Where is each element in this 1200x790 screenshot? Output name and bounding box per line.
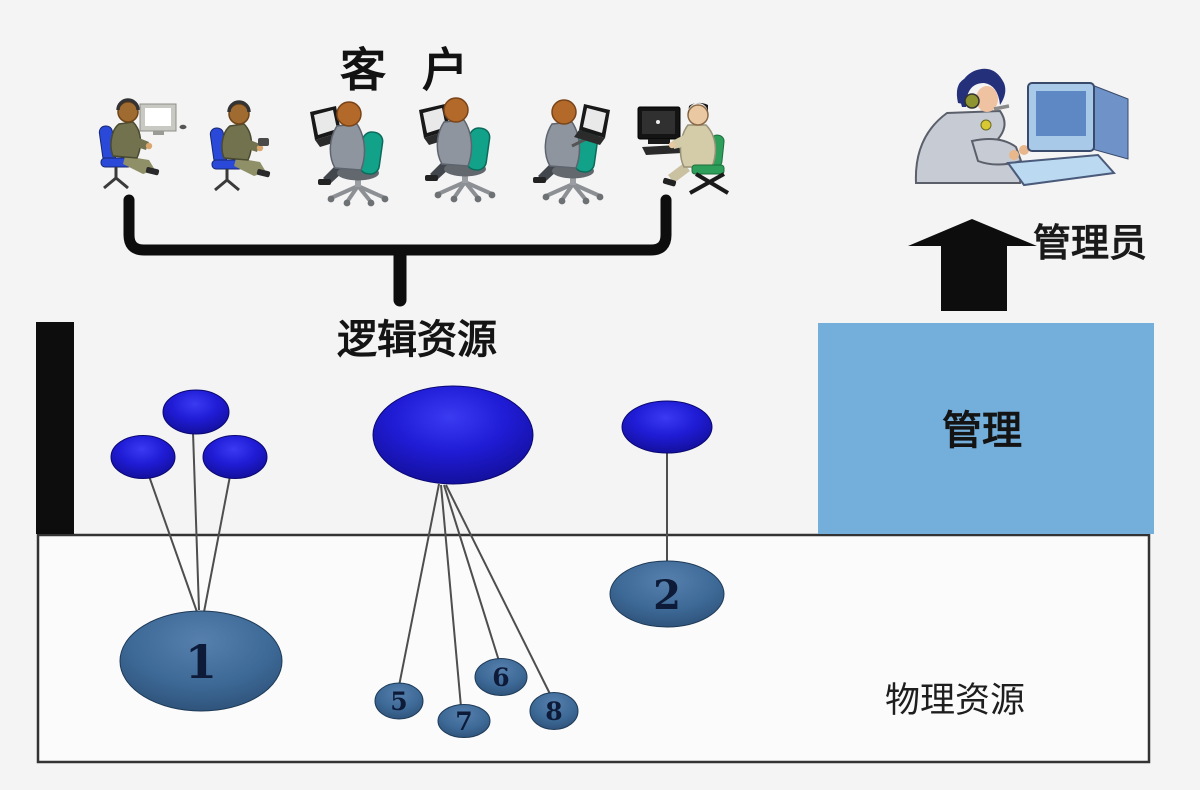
physical-resource-ellipses — [119, 560, 725, 738]
physical-node-numbers: 1 2 5 6 7 8 — [185, 572, 681, 736]
client-workstation-icon — [531, 98, 612, 207]
left-black-bar — [36, 322, 74, 534]
administrator-icon — [914, 68, 1129, 187]
clients-title: 客 户 — [340, 43, 478, 97]
desktop-monitor-icon — [637, 106, 682, 155]
administrator-label: 管理员 — [1033, 221, 1147, 265]
node-6-label: 6 — [492, 663, 509, 692]
client-workstation-icon — [96, 98, 187, 190]
node-2-label: 2 — [653, 572, 681, 619]
admin-computer-icon — [1006, 82, 1129, 187]
node-5-label: 5 — [390, 687, 407, 716]
management-label: 管理 — [942, 408, 1022, 454]
physical-resources-label: 物理资源 — [885, 681, 1025, 721]
node-1-label: 1 — [185, 635, 217, 689]
management-box — [818, 323, 1154, 534]
node-8-label: 8 — [545, 697, 562, 726]
client-workstation-icon — [308, 100, 391, 209]
logical-resource-ellipses — [110, 385, 713, 485]
client-workstation-icon — [417, 96, 498, 205]
client-workstation-icon — [207, 100, 273, 192]
logical-resources-label: 逻辑资源 — [337, 317, 497, 363]
mapping-lines — [148, 431, 668, 708]
client-workstation-icon — [637, 102, 730, 195]
up-arrow-icon — [908, 219, 1037, 311]
node-7-label: 7 — [455, 707, 472, 736]
handheld-device-icon — [258, 138, 269, 146]
desktop-monitor-icon — [139, 103, 187, 135]
brace-icon — [123, 194, 672, 307]
